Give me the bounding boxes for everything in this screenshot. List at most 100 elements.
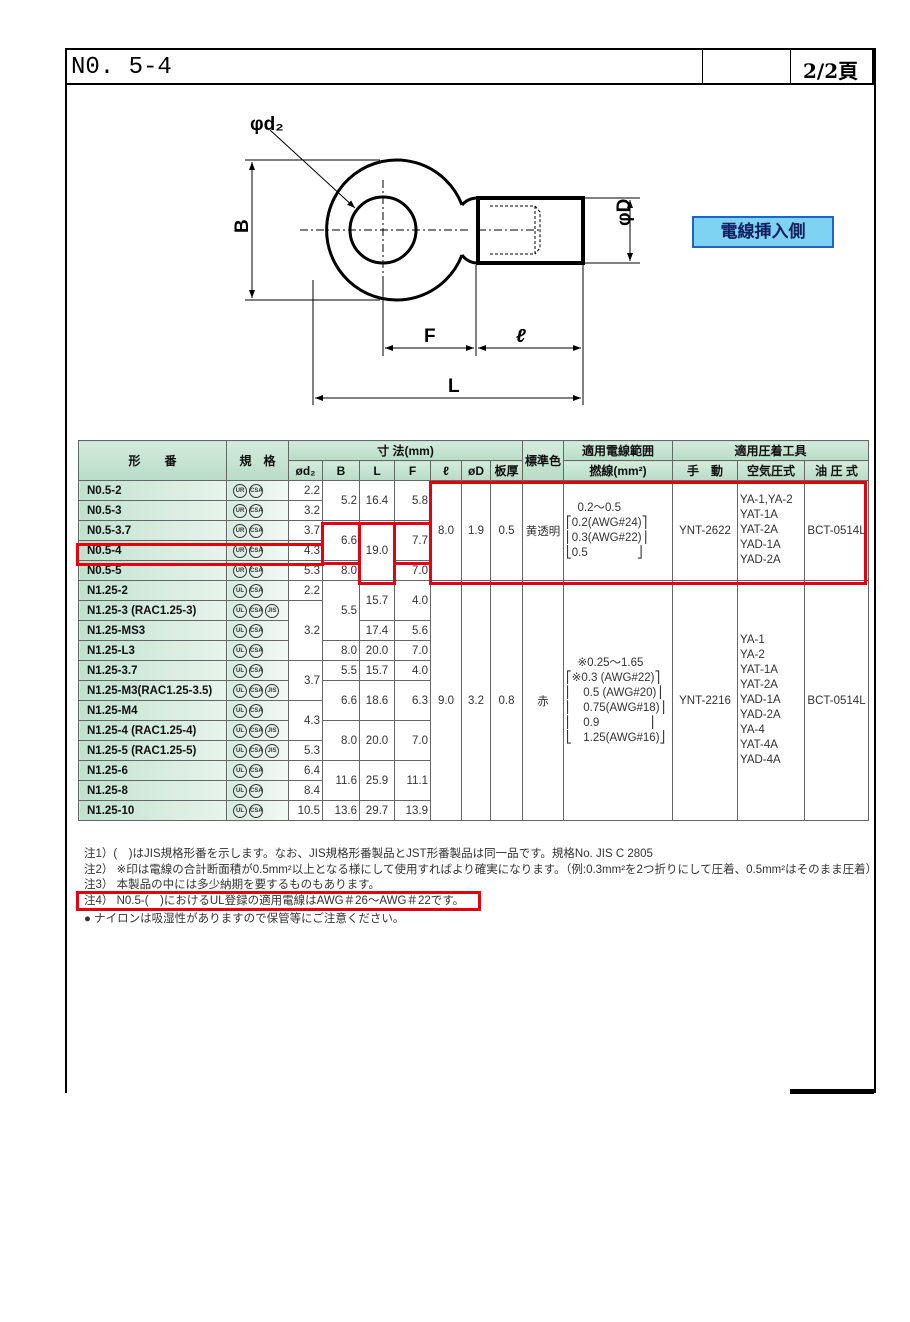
- model-cell: N1.25-10: [78, 800, 227, 821]
- jis-mark-icon: JIS: [265, 743, 279, 758]
- ul-mark-icon: UL: [233, 763, 247, 778]
- f-cell: 7.0: [394, 720, 431, 761]
- f-cell: 5.8: [394, 480, 431, 521]
- ul-mark-icon: UL: [233, 623, 247, 638]
- note-4: 注4） N0.5-( )におけるUL登録の適用電線はAWG＃26〜AWG＃22で…: [84, 894, 465, 907]
- model-cell: N1.25-8: [78, 780, 227, 801]
- highlight-b: [321, 522, 361, 565]
- b-cell: 8.0: [322, 640, 360, 661]
- model-cell: N1.25-M4: [78, 700, 227, 721]
- ur-mark-icon: UR: [233, 503, 247, 518]
- manual-cell: YNT-2216: [672, 580, 739, 821]
- l-cell: 17.4: [359, 620, 395, 641]
- model-cell: N1.25-5 (RAC1.25-5): [78, 740, 227, 761]
- jis-mark-icon: JIS: [265, 723, 279, 738]
- header-l: L: [359, 460, 395, 481]
- header-wire-range: 適用電線範囲: [563, 440, 674, 461]
- header-f: F: [394, 460, 431, 481]
- note-3: 注3） 本製品の中には多少納期を要するものもあります。: [84, 879, 380, 891]
- l-cell: 29.7: [359, 800, 395, 821]
- note-2: 注2） ※印は電線の合計断面積が0.5mm²以上となる様にして使用すればより確実…: [84, 863, 878, 876]
- csa-mark-icon: CSA: [249, 803, 263, 818]
- total-length-label: L: [448, 376, 460, 397]
- spec-table: 形 番 規 格 寸 法(mm) 標準色 適用電線範囲 適用圧着工具 ød₂ B …: [78, 440, 870, 821]
- header-hydraulic: 油 圧 式: [804, 460, 870, 481]
- od2-cell: 2.2: [288, 480, 323, 501]
- ul-mark-icon: UL: [233, 603, 247, 618]
- notes: 注1）( )はJIS規格形番を示します。なお、JIS規格形番製品とJST形番製品…: [84, 847, 877, 928]
- od2-cell: 8.4: [288, 780, 323, 801]
- od2-cell: 3.7: [288, 660, 323, 701]
- l-cell: 15.7: [359, 660, 395, 681]
- model-cell: N1.25-L3: [78, 640, 227, 661]
- model-cell: N1.25-MS3: [78, 620, 227, 641]
- ul-mark-icon: UL: [233, 803, 247, 818]
- header-b: B: [322, 460, 360, 481]
- note-1: 注1）( )はJIS規格形番を示します。なお、JIS規格形番製品とJST形番製品…: [84, 848, 653, 860]
- ul-mark-icon: UL: [233, 683, 247, 698]
- highlight-f: [393, 522, 432, 565]
- header-pneumatic: 空気圧式: [737, 460, 806, 481]
- ul-mark-icon: UL: [233, 723, 247, 738]
- phi-d2-label: φd₂: [250, 114, 284, 135]
- title-bar: N0. 5-4 2/2頁: [65, 48, 874, 85]
- title-divider: [790, 50, 791, 83]
- l-label: ℓ: [516, 326, 526, 347]
- ul-mark-icon: UL: [233, 783, 247, 798]
- csa-mark-icon: CSA: [249, 743, 263, 758]
- header-tools: 適用圧着工具: [672, 440, 870, 461]
- ul-mark-icon: UL: [233, 703, 247, 718]
- wire-cell: ※0.25〜1.65 ⎡※0.3 (AWG#22)⎤ ⎢ 0.5 (AWG#20…: [563, 580, 674, 821]
- bottom-bar: [790, 1089, 874, 1094]
- f-cell: 11.1: [394, 760, 431, 801]
- thickness-cell: 0.8: [490, 580, 523, 821]
- ur-mark-icon: UR: [233, 483, 247, 498]
- b-cell: 13.6: [322, 800, 360, 821]
- f-cell: 5.6: [394, 620, 431, 641]
- color-cell: 赤: [521, 580, 565, 821]
- l-cell: 15.7: [359, 580, 395, 621]
- b-label: B: [232, 219, 253, 233]
- l-cell: 20.0: [359, 640, 395, 661]
- csa-mark-icon: CSA: [249, 643, 263, 658]
- insert-side-label: 電線挿入側: [692, 216, 834, 248]
- b-cell: 6.6: [322, 520, 360, 561]
- model-cell: N1.25-3 (RAC1.25-3): [78, 600, 227, 621]
- csa-mark-icon: CSA: [249, 483, 263, 498]
- jis-mark-icon: JIS: [265, 603, 279, 618]
- csa-mark-icon: CSA: [249, 683, 263, 698]
- highlight-row-n0-5-4: [76, 543, 324, 566]
- b-cell: 5.2: [322, 480, 360, 521]
- color-cell: 黄透明: [521, 480, 565, 581]
- csa-mark-icon: CSA: [249, 603, 263, 618]
- csa-mark-icon: CSA: [249, 703, 263, 718]
- od2-cell: 4.3: [288, 700, 323, 741]
- highlight-note-4: [76, 891, 481, 911]
- l-cell: 25.9: [359, 760, 395, 801]
- model-cell: N1.25-4 (RAC1.25-4): [78, 720, 227, 741]
- jis-mark-icon: JIS: [265, 683, 279, 698]
